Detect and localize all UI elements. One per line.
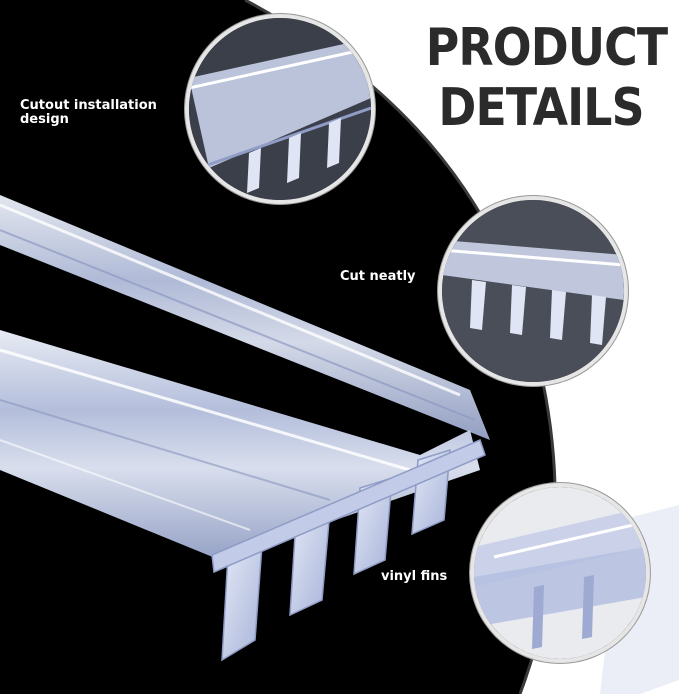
vinyl-fins: [211, 438, 486, 662]
page-title: PRODUCT DETAILS: [425, 18, 668, 138]
label-vinyl-fins: vinyl fins: [381, 569, 448, 584]
title-line-1: PRODUCT: [425, 18, 668, 78]
seal-strip-upper: [0, 195, 490, 440]
label-cut-neatly: Cut neatly: [340, 269, 416, 284]
fins-detail-image: [474, 487, 646, 659]
callout-cutout-installation: [185, 14, 375, 204]
title-line-2: DETAILS: [438, 78, 644, 138]
callout-cut-neatly: [438, 196, 628, 386]
cut-detail-image: [442, 200, 624, 382]
cutout-detail-image: [189, 18, 371, 200]
label-cutout-installation: Cutout installation design: [20, 98, 157, 127]
callout-vinyl-fins: [470, 483, 650, 663]
